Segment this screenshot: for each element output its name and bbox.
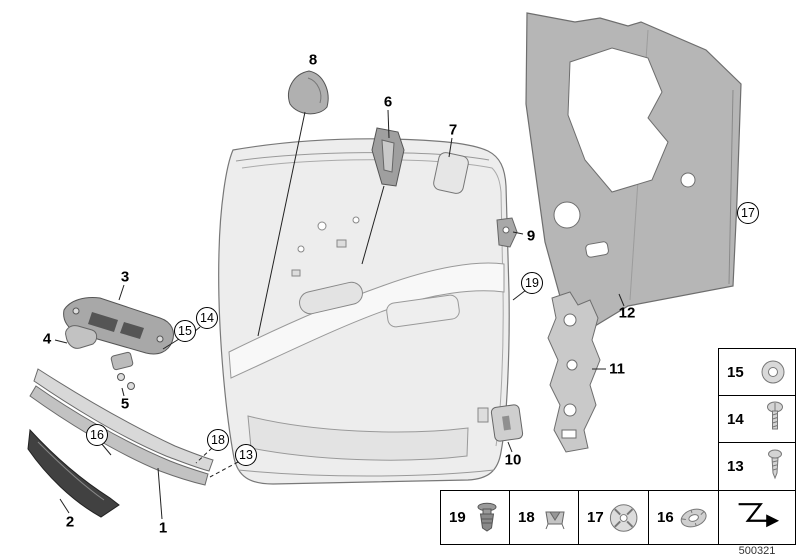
callout-10[interactable]: 10: [504, 451, 522, 469]
lower-trim: [27, 428, 120, 518]
callout-16[interactable]: 16: [86, 424, 108, 446]
support-bracket: [547, 291, 601, 453]
pan-head-screw-icon: [767, 401, 783, 430]
callout-11[interactable]: 11: [609, 360, 625, 378]
spring-clip-icon: [545, 511, 565, 529]
legend-label-13: 13: [727, 458, 744, 475]
switch-panel: [63, 297, 174, 355]
cover-plate: [490, 404, 524, 442]
callout-14[interactable]: 14: [196, 307, 218, 329]
legend-label-14: 14: [727, 410, 744, 428]
callout-1[interactable]: 1: [158, 519, 168, 537]
tapping-screw-icon: [768, 449, 782, 479]
expanding-rivet-icon: [477, 502, 497, 532]
door-trim-panel: [218, 138, 510, 485]
retainer-clip-icon: [609, 503, 638, 532]
legend-cell-14[interactable]: 14: [718, 395, 796, 443]
callout-2[interactable]: 2: [65, 513, 75, 531]
callout-5[interactable]: 5: [120, 395, 130, 413]
callout-4[interactable]: 4: [42, 330, 52, 348]
callout-7[interactable]: 7: [448, 121, 458, 139]
document-number: 500321: [738, 545, 776, 557]
callout-9[interactable]: 9: [526, 227, 536, 245]
washer-icon: [761, 360, 785, 384]
callout-6[interactable]: 6: [383, 93, 393, 111]
sound-insulation-panel: [525, 12, 742, 341]
legend-cell-continuation[interactable]: [718, 490, 796, 545]
callout-18[interactable]: 18: [207, 429, 229, 451]
cover-cap: [65, 325, 98, 349]
callout-8[interactable]: 8: [308, 51, 318, 69]
legend-label-17: 17: [587, 509, 604, 526]
cover-trim: [433, 152, 469, 194]
callout-13[interactable]: 13: [235, 444, 257, 466]
legend-cell-15[interactable]: 15: [718, 348, 796, 396]
legend-cell-16[interactable]: 16: [648, 490, 719, 545]
clip-bracket: [496, 217, 518, 248]
legend-label-15: 15: [727, 363, 744, 381]
lock-washer-icon: [680, 508, 707, 527]
callout-17[interactable]: 17: [737, 202, 759, 224]
callout-12[interactable]: 12: [618, 304, 636, 322]
legend-cell-18[interactable]: 18: [509, 490, 579, 545]
callout-19[interactable]: 19: [521, 272, 543, 294]
legend-cell-19[interactable]: 19: [440, 490, 510, 545]
legend-label-16: 16: [657, 509, 674, 526]
callout-15[interactable]: 15: [174, 320, 196, 342]
screw-set: [110, 351, 135, 390]
tweeter-cover: [288, 70, 329, 115]
legend-label-18: 18: [518, 509, 535, 526]
continuation-arrow-icon: [738, 502, 780, 527]
leader-lines: [54, 109, 625, 520]
door-pull-bracket: [371, 127, 405, 187]
callout-3[interactable]: 3: [120, 268, 130, 286]
legend-cell-17[interactable]: 17: [578, 490, 649, 545]
legend-label-19: 19: [449, 509, 466, 526]
legend-cell-13[interactable]: 13: [718, 442, 796, 491]
